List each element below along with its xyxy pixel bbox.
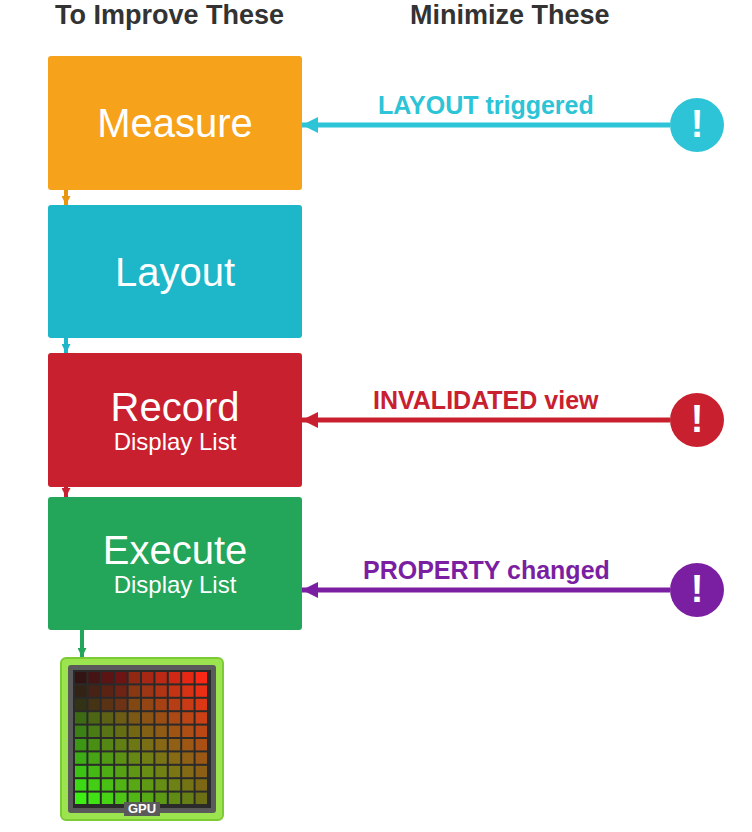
alert-mark: ! (691, 569, 704, 611)
process-box: Layout (48, 205, 302, 338)
callout-arrow (302, 588, 670, 593)
stage-title: Execute (103, 528, 248, 572)
callout-arrow (302, 123, 670, 128)
stage-subtitle: Display List (114, 429, 237, 455)
process-box: Measure (48, 56, 302, 190)
column-heading: Minimize These (410, 0, 610, 31)
alert-circle: ! (670, 563, 724, 617)
alert-circle: ! (670, 393, 724, 447)
callout-arrow (302, 418, 670, 423)
stage-subtitle: Display List (114, 572, 237, 598)
gpu-chip: GPU (60, 657, 224, 821)
process-box: ExecuteDisplay List (48, 497, 302, 630)
alert-mark: ! (691, 399, 704, 441)
alert-mark: ! (691, 104, 704, 146)
flow-arrow (64, 338, 68, 353)
stage-title: Layout (115, 250, 235, 294)
flow-arrow (80, 630, 84, 657)
chip-label: GPU (124, 802, 160, 816)
gpu-illustration (60, 657, 224, 821)
flow-arrow (64, 190, 68, 205)
stage-title: Record (111, 385, 240, 429)
stage-title: Measure (97, 101, 253, 145)
trigger-label: INVALIDATED view (370, 386, 602, 415)
trigger-label: PROPERTY changed (360, 556, 613, 585)
alert-circle: ! (670, 98, 724, 152)
process-box: RecordDisplay List (48, 353, 302, 487)
flow-arrow (64, 487, 68, 497)
column-heading: To Improve These (55, 0, 284, 31)
trigger-label: LAYOUT triggered (375, 91, 597, 120)
